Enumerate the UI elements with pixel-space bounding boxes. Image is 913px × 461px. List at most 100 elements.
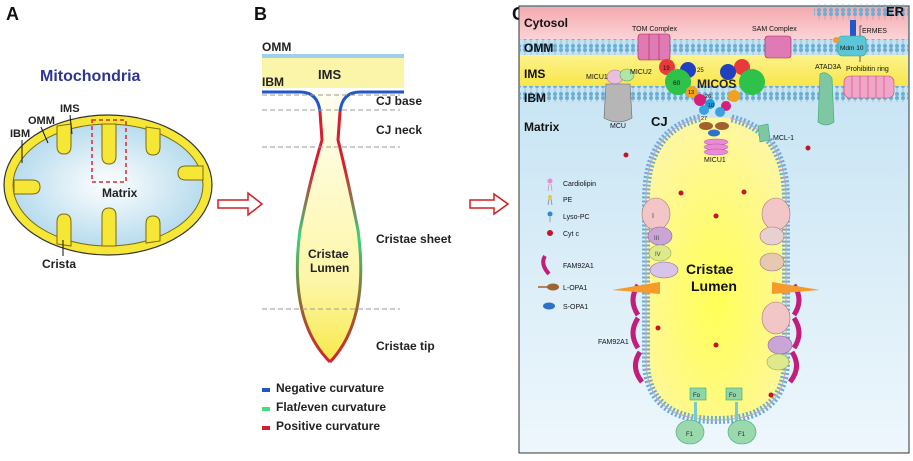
atad3a-label: ATAD3A xyxy=(815,64,842,71)
cj-base-right-negative xyxy=(338,90,404,113)
cyt-c-icon xyxy=(547,230,553,236)
mcu-complex xyxy=(603,68,635,123)
legend-label-cardiolipin: Cardiolipin xyxy=(563,181,596,188)
crista-bottom-2 xyxy=(101,207,117,247)
panel-b-letter: B xyxy=(254,4,267,24)
mic25-label: 25 xyxy=(697,68,704,74)
complex-IV-label: IV xyxy=(655,252,661,258)
panel-a: A Mitochondria Matrix OMM IMS IBM Crista xyxy=(3,4,264,271)
legend-item: Flat/even curvature xyxy=(262,400,386,414)
fo-left xyxy=(689,387,707,401)
legend-label-lyso-pc: Lyso-PC xyxy=(563,214,590,221)
mic26 xyxy=(694,94,706,106)
cardiolipin-icon xyxy=(547,178,553,184)
tom-complex-shape xyxy=(637,33,671,61)
legend-label-s-opa1: S-OPA1 xyxy=(563,304,588,311)
stalk-left xyxy=(694,402,697,422)
legend-label-l-opa1: L-OPA1 xyxy=(563,285,587,292)
mic60-label: 60 xyxy=(673,80,681,87)
region-dividers-b xyxy=(262,94,400,310)
cj-neck-label: CJ neck xyxy=(376,123,422,137)
micu1-bottom-stack xyxy=(703,138,729,156)
cristae-right-curvature xyxy=(328,111,363,364)
complex-I-label: I xyxy=(652,213,654,220)
omm-bilayer-c xyxy=(520,39,908,55)
complex-right-6 xyxy=(766,353,790,371)
panel-a-letter: A xyxy=(6,4,19,24)
er-membrane xyxy=(814,4,908,20)
pointer-lines-a xyxy=(21,114,73,256)
cristae-bilayer-edge xyxy=(645,117,787,421)
pe-icon xyxy=(548,195,552,199)
cristae-fill-b xyxy=(297,92,361,362)
mcu-label: MCU xyxy=(610,123,626,130)
legend-s-opa1: S-OPA1 xyxy=(543,302,588,311)
legend-swatch xyxy=(262,388,270,392)
tom-label: TOM Complex xyxy=(632,26,677,33)
complex-III-left xyxy=(647,226,673,246)
arrow-a-to-b xyxy=(217,191,264,217)
mitochondria-title: Mitochondria xyxy=(40,68,141,85)
mic13-label: 13 xyxy=(688,90,694,96)
legend-fam92a1: FAM92A1 xyxy=(541,254,594,276)
lumen-label-b-2: Lumen xyxy=(310,261,349,275)
lumen-label-b-1: Cristae xyxy=(308,247,349,261)
cj-base-label: CJ base xyxy=(376,94,422,108)
matrix-label-a: Matrix xyxy=(102,186,138,200)
ims-label-a: IMS xyxy=(60,103,80,115)
legend-label: Negative curvature xyxy=(276,381,384,395)
ibm-label-c: IBM xyxy=(524,91,546,105)
ims-label-c: IMS xyxy=(524,67,545,81)
complex-right-3 xyxy=(759,252,785,272)
legend-item: Negative curvature xyxy=(262,381,384,395)
complex-left-4 xyxy=(649,261,679,279)
crista-label-a: Crista xyxy=(42,257,76,271)
micu1-bottom-label: MICU1 xyxy=(704,157,726,164)
zoom-box xyxy=(91,119,127,183)
prohibitin-label: Prohibitin ring xyxy=(846,66,889,73)
sam-complex-shape xyxy=(764,35,792,59)
matrix-label-c: Matrix xyxy=(524,120,560,134)
micu2-label: MICU2 xyxy=(630,69,652,76)
mic13-right xyxy=(728,90,740,102)
mic60-left xyxy=(665,69,691,95)
legend-pe: PE xyxy=(547,195,573,206)
crista-top-3 xyxy=(145,126,161,156)
crista-bottom-1 xyxy=(56,213,72,247)
crista-left xyxy=(13,179,41,195)
cristae-tip-label: Cristae tip xyxy=(376,339,435,353)
complex-I-right xyxy=(761,197,791,231)
s-opa1-icon xyxy=(543,302,555,310)
ibm-label-b: IBM xyxy=(262,75,284,89)
crista-right xyxy=(177,165,204,181)
lyso-pc-icon xyxy=(547,211,553,217)
f1-left-label: F1 xyxy=(686,432,694,438)
mic10-label: 10 xyxy=(708,103,714,109)
legend-cardiolipin: Cardiolipin xyxy=(547,178,596,192)
complex-right-2 xyxy=(759,226,785,246)
cristae-sheet-label: Cristae sheet xyxy=(376,232,451,246)
cytosol-label: Cytosol xyxy=(524,16,568,30)
ims-band-b xyxy=(262,58,404,88)
cristae-left-curvature xyxy=(295,111,332,364)
ibm-label-a: IBM xyxy=(10,128,30,140)
legend-lyso-pc: Lyso-PC xyxy=(547,211,590,222)
respiratory-complexes-left: I III IV xyxy=(612,197,679,294)
panel-c: C ER ERMES I xyxy=(512,4,910,454)
mic27-label: 27 xyxy=(701,116,707,122)
legend-label: Positive curvature xyxy=(276,419,380,433)
micu2-shape xyxy=(619,68,635,82)
legend-label-cyt-c: Cyt c xyxy=(563,231,579,238)
legend-label-pe: PE xyxy=(563,197,573,204)
respiratory-complexes-right xyxy=(759,197,820,371)
legend-cyt-c: Cyt c xyxy=(547,230,579,238)
tom-complex xyxy=(637,33,671,61)
ermes-label: ERMES xyxy=(862,28,887,35)
atp-synthase: Fo Fo F1 F1 xyxy=(675,387,757,445)
mic19-left xyxy=(659,59,675,75)
complex-III-label: III xyxy=(654,236,659,242)
f1-right-label: F1 xyxy=(738,432,746,438)
